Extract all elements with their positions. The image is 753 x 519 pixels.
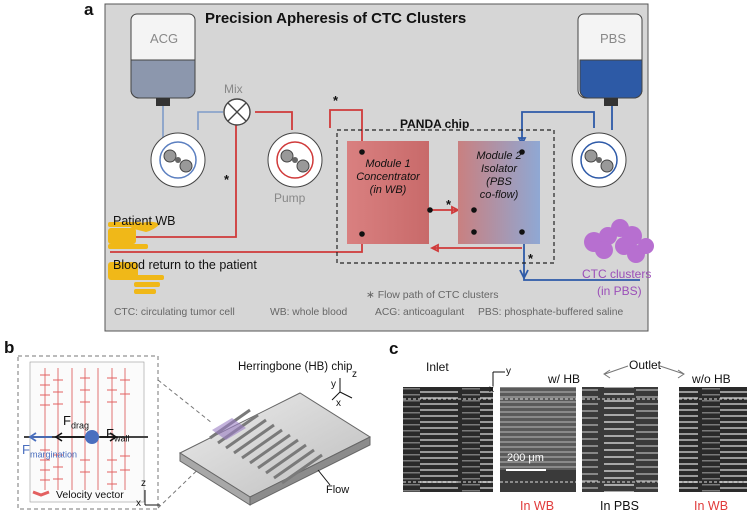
f-drag-subscript: drag <box>70 420 89 431</box>
b-chip-axis-y: y <box>331 379 336 390</box>
hb-chip-label: Herringbone (HB) chip <box>238 361 353 373</box>
with-hb-label: w/ HB <box>548 372 581 386</box>
micrograph-outlet-no-hb <box>679 387 747 492</box>
micrograph-outlet-wb <box>500 387 576 492</box>
pbs-bag <box>577 13 643 106</box>
ctc-clusters-in-pbs: (in PBS) <box>597 284 642 298</box>
blood-return-label: Blood return to the patient <box>113 258 257 272</box>
pump-label: Pump <box>274 191 306 205</box>
flow-path-legend: ∗ Flow path of CTC clusters <box>366 289 499 301</box>
panel-c-letter: c <box>389 339 399 358</box>
c-axis-x: x <box>489 384 494 395</box>
module-1-line-1: Module 1 <box>365 158 411 170</box>
ctc-cluster-icon <box>584 219 654 263</box>
star-marker-3: * <box>446 197 452 212</box>
acg-bag-label: ACG <box>150 31 179 46</box>
abbrev-wb: WB: whole blood <box>270 307 348 318</box>
panel-a-letter: a <box>84 0 94 19</box>
outlet-label: Outlet <box>629 358 662 372</box>
f-wall-symbol: F <box>106 426 114 441</box>
f-drag-label: Fdrag <box>63 413 89 431</box>
b-inset-axis-x: x <box>136 498 141 509</box>
module-2-box <box>458 141 540 244</box>
pump-right <box>571 132 627 188</box>
patient-wb-label: Patient WB <box>113 214 176 228</box>
abbrev-acg: ACG: anticoagulant <box>375 307 465 318</box>
star-marker-2: * <box>224 172 230 187</box>
f-wall-label: Fwall <box>106 426 129 444</box>
module-1-box <box>347 141 429 244</box>
acg-tubing <box>162 106 223 140</box>
panel-a-title: Precision Apheresis of CTC Clusters <box>205 10 467 27</box>
c-axis-y: y <box>506 366 511 377</box>
ctc-clusters-label: CTC clusters <box>582 267 652 281</box>
velocity-field <box>44 368 126 490</box>
f-margination-label: Fmargination <box>22 442 77 460</box>
patient-hand-top <box>108 221 160 249</box>
module-2-label: Module 2 Isolator (PBS co-flow) <box>458 150 540 202</box>
module-1-line-2: Concentrator <box>356 171 420 183</box>
pump-middle <box>267 132 323 188</box>
cell-particle <box>85 430 99 444</box>
f-drag-symbol: F <box>63 413 71 428</box>
without-hb-label: w/o HB <box>692 372 731 386</box>
module-2-line-4: co-flow) <box>479 189 519 201</box>
f-margination-symbol: F <box>22 442 30 457</box>
star-marker-4: * <box>528 251 534 266</box>
b-inset-axis-z: z <box>141 478 146 489</box>
abbrev-ctc: CTC: circulating tumor cell <box>114 307 235 318</box>
patient-hand-bottom <box>108 262 164 294</box>
module-2-line-1: Module 2 <box>476 150 522 162</box>
b-chip-axis-x: x <box>336 398 341 409</box>
scale-bar-label: 200 μm <box>507 452 544 464</box>
micrograph-inlet <box>403 387 493 492</box>
module-1-line-3: (in WB) <box>369 184 407 196</box>
blood-tubing <box>110 109 522 253</box>
module-1-label: Module 1 Concentrator (in WB) <box>347 158 429 197</box>
f-margination-subscript: margination <box>29 449 77 460</box>
pbs-bag-label: PBS <box>600 31 627 46</box>
star-marker-1: * <box>333 93 339 108</box>
inlet-label: Inlet <box>426 360 449 374</box>
panda-chip-title: PANDA chip <box>400 117 470 131</box>
module-2-line-3: (PBS <box>486 176 512 188</box>
velocity-ticks <box>40 374 130 485</box>
herringbone-chip <box>178 392 372 506</box>
label-in-wb-2: In WB <box>694 499 729 513</box>
acg-bag <box>130 13 196 106</box>
f-wall-subscript: wall <box>113 433 130 444</box>
b-chip-axis-z: z <box>352 369 357 380</box>
module-2-line-2: Isolator <box>480 163 518 175</box>
mixer <box>223 98 251 126</box>
abbrev-pbs: PBS: phosphate-buffered saline <box>478 307 624 318</box>
label-in-pbs: In PBS <box>600 499 639 513</box>
mix-label: Mix <box>224 82 243 96</box>
flow-label: Flow <box>326 484 350 496</box>
velocity-vector-legend: Velocity vector <box>56 489 124 501</box>
pump-left <box>150 132 206 188</box>
panel-b-letter: b <box>4 338 15 357</box>
label-in-wb-1: In WB <box>520 499 555 513</box>
micrograph-outlet-pbs <box>582 387 658 492</box>
panda-chip-box <box>336 129 555 264</box>
